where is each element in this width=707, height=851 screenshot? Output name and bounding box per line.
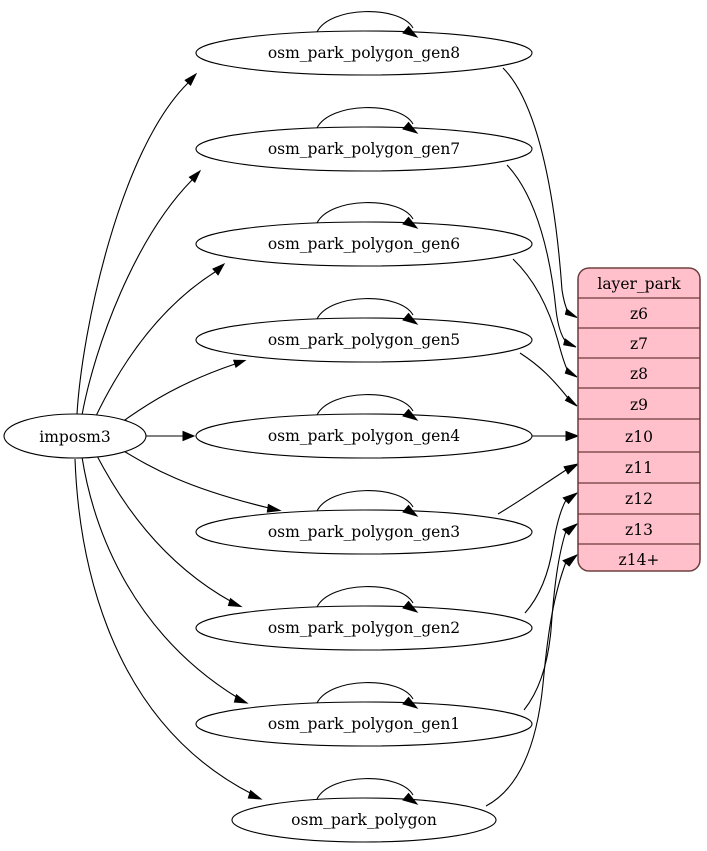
node-label-gen7: osm_park_polygon_gen7: [268, 140, 460, 158]
table-row-z13[interactable]: z13: [578, 521, 700, 545]
table-row-z12[interactable]: z12: [578, 490, 700, 515]
table-row-label-z12: z12: [625, 490, 653, 508]
table-row-label-z14plus: z14+: [619, 551, 660, 569]
node-base[interactable]: osm_park_polygon: [231, 778, 497, 843]
node-label-gen8: osm_park_polygon_gen8: [268, 44, 460, 62]
self-loop-arrow-gen8: [402, 25, 419, 38]
node-gen5[interactable]: osm_park_polygon_gen5: [195, 298, 533, 363]
edge-imposm3-to-gen6: [94, 262, 226, 419]
node-label-gen2: osm_park_polygon_gen2: [268, 619, 460, 637]
table-row-label-z9: z9: [630, 396, 648, 414]
node-gen4[interactable]: osm_park_polygon_gen4: [195, 394, 533, 459]
node-imposm3[interactable]: imposm3: [3, 413, 147, 459]
table-row-z7[interactable]: z7: [578, 335, 700, 359]
node-label-base: osm_park_polygon: [291, 811, 437, 829]
edge-gen5-to-z9: [519, 352, 578, 407]
self-loop-arrow-gen5: [402, 312, 419, 325]
edge-imposm3-to-gen4: [146, 430, 196, 442]
table-row-label-z8: z8: [630, 365, 648, 383]
node-label-gen3: osm_park_polygon_gen3: [268, 523, 460, 541]
self-loop-gen3: [316, 490, 414, 512]
self-loop-gen4: [316, 394, 414, 416]
edge-gen4-to-z10: [532, 430, 580, 442]
table-outer-border: [577, 267, 701, 572]
node-label-gen1: osm_park_polygon_gen1: [268, 715, 460, 733]
edge-imposm3-to-gen1: [81, 456, 249, 704]
edge-imposm3-to-gen3: [121, 449, 282, 513]
self-loop-gen1: [316, 682, 414, 704]
self-loop-arrow-gen2: [402, 600, 419, 613]
table-header-label: layer_park: [597, 275, 681, 293]
self-loop-arrow-gen3: [402, 504, 419, 517]
edge-gen7-to-z7: [506, 164, 577, 348]
self-loop-arrow-gen4: [402, 408, 419, 421]
table-row-z14plus[interactable]: z14+: [619, 551, 660, 569]
node-gen7[interactable]: osm_park_polygon_gen7: [195, 107, 533, 172]
node-layer-park-table[interactable]: layer_park z6 z7 z8 z9 z10 z11: [577, 267, 701, 572]
edge-group-process-to-table: [485, 67, 580, 807]
self-loop-arrow-gen1: [402, 696, 419, 709]
edge-gen8-to-z6: [502, 67, 578, 318]
edge-group-source-to-process: [74, 72, 282, 800]
edge-gen1-to-z13: [523, 522, 579, 711]
self-loop-gen2: [316, 586, 414, 608]
node-label-imposm3: imposm3: [39, 428, 110, 446]
node-gen1[interactable]: osm_park_polygon_gen1: [195, 682, 533, 747]
table-row-label-z13: z13: [625, 521, 653, 539]
self-loop-arrow-gen7: [402, 121, 419, 134]
table-row-z8[interactable]: z8: [578, 365, 700, 389]
edge-gen3-to-z11: [497, 463, 580, 515]
self-loop-gen6: [316, 202, 414, 224]
edge-base-to-z14p: [485, 553, 579, 807]
edge-imposm3-to-gen7: [81, 169, 202, 416]
table-row-label-z7: z7: [630, 335, 648, 353]
self-loop-base: [316, 778, 414, 800]
node-label-gen4: osm_park_polygon_gen4: [268, 427, 460, 445]
edge-gen2-to-z12: [524, 491, 579, 614]
self-loop-gen8: [316, 11, 414, 33]
table-header-cell: layer_park: [578, 275, 700, 299]
table-row-z11[interactable]: z11: [578, 459, 700, 484]
table-row-z10[interactable]: z10: [578, 428, 700, 453]
node-gen3[interactable]: osm_park_polygon_gen3: [195, 490, 533, 555]
edge-imposm3-to-base: [74, 458, 263, 800]
node-label-gen6: osm_park_polygon_gen6: [268, 235, 460, 253]
self-loop-gen7: [316, 107, 414, 129]
node-gen8[interactable]: osm_park_polygon_gen8: [195, 11, 533, 76]
edge-imposm3-to-gen2: [95, 453, 243, 608]
table-row-label-z11: z11: [625, 459, 653, 477]
node-gen6[interactable]: osm_park_polygon_gen6: [195, 202, 533, 267]
table-row-z9[interactable]: z9: [578, 396, 700, 420]
edge-imposm3-to-gen8: [76, 72, 198, 415]
self-loop-arrow-base: [402, 792, 419, 805]
table-row-label-z6: z6: [630, 305, 648, 323]
table-row-z6[interactable]: z6: [578, 305, 700, 329]
node-label-gen5: osm_park_polygon_gen5: [268, 331, 460, 349]
table-row-label-z10: z10: [625, 428, 653, 446]
self-loop-arrow-gen6: [402, 216, 419, 229]
node-gen2[interactable]: osm_park_polygon_gen2: [195, 586, 533, 651]
edge-gen6-to-z8: [512, 258, 578, 378]
edge-imposm3-to-gen5: [121, 359, 247, 423]
self-loop-gen5: [316, 298, 414, 320]
